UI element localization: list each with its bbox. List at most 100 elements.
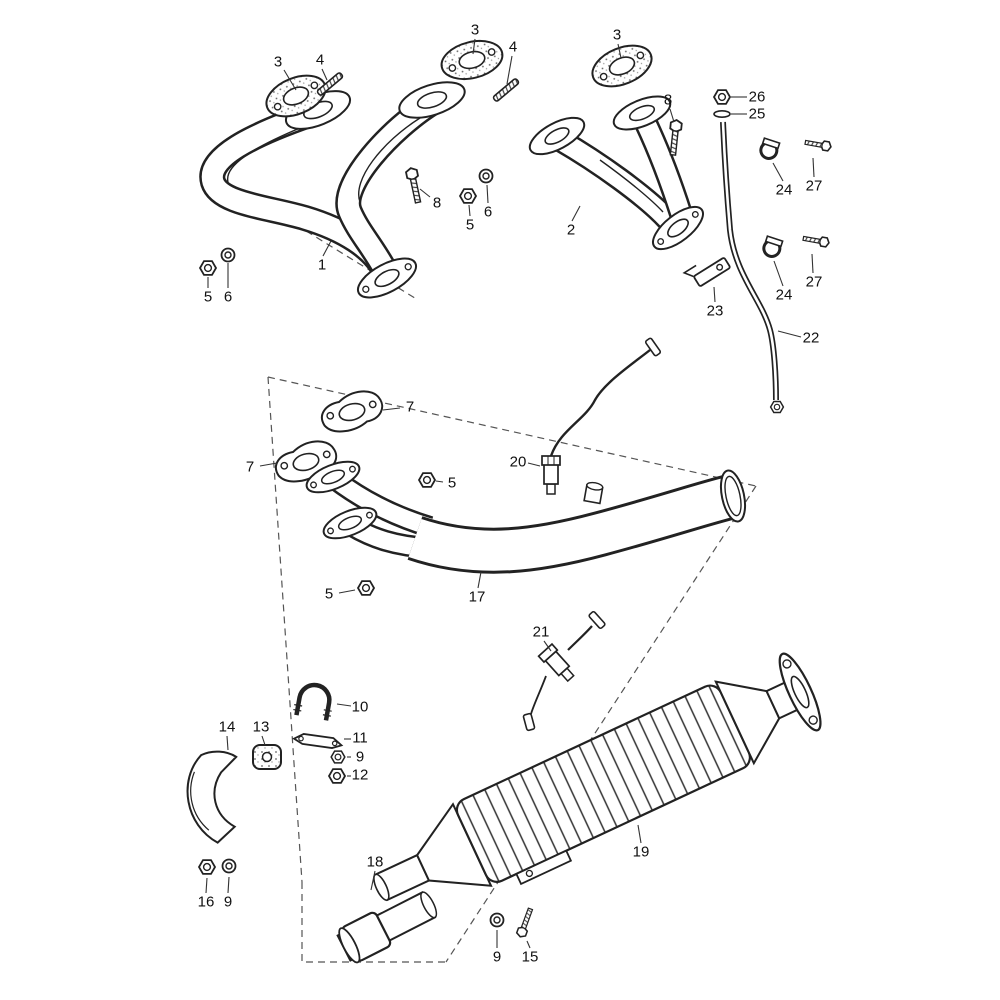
- nut-5-c: [418, 472, 436, 488]
- washer-9-c: [489, 912, 505, 928]
- part-label-12: 12: [352, 767, 369, 784]
- leader-line-14: [226, 735, 229, 751]
- nut-5-b: [199, 260, 217, 276]
- clamp-ubolt-10: [293, 682, 332, 721]
- part-label-11: 11: [352, 730, 368, 747]
- part-label-16: 16: [198, 894, 215, 911]
- part-label-5: 5: [325, 586, 333, 603]
- part-label-26: 26: [749, 89, 766, 106]
- part-label-19: 19: [633, 844, 650, 861]
- screw-27-b: [801, 233, 831, 249]
- leader-line-9: [227, 876, 230, 894]
- part-label-5: 5: [204, 289, 212, 306]
- leader-line-7: [259, 462, 278, 467]
- leader-line-21: [543, 640, 552, 652]
- part-label-21: 21: [533, 624, 550, 641]
- oxygen-sensor-20: [541, 337, 662, 495]
- heat-shield-14: [186, 750, 238, 844]
- leader-line-6: [486, 184, 489, 204]
- part-label-3: 3: [471, 22, 479, 39]
- part-label-24: 24: [776, 182, 793, 199]
- leader-line-16: [205, 877, 208, 894]
- nut-9-a: [330, 750, 346, 764]
- washer-6-b: [220, 247, 236, 263]
- leader-line-8: [669, 108, 675, 123]
- part-label-6: 6: [224, 289, 232, 306]
- part-label-8: 8: [433, 195, 441, 212]
- part-label-15: 15: [522, 949, 539, 966]
- washer-6-a: [478, 168, 494, 184]
- leader-line-18: [370, 870, 376, 891]
- part-label-9: 9: [493, 949, 501, 966]
- clamp-24-b: [760, 234, 785, 261]
- part-label-4: 4: [509, 39, 517, 56]
- leader-line-1: [322, 240, 332, 257]
- gasket-7-a: [316, 385, 388, 438]
- bolt-8-left: [404, 166, 425, 205]
- sensor-boss: [583, 481, 604, 505]
- washer-25: [713, 110, 731, 119]
- leader-line-3: [472, 38, 476, 55]
- leader-line-5: [468, 204, 471, 217]
- part-label-13: 13: [253, 719, 270, 736]
- part-label-7: 7: [406, 399, 414, 416]
- nut-12: [328, 768, 346, 784]
- leader-line-24: [772, 162, 784, 182]
- leader-line-4: [321, 68, 328, 81]
- part-label-2: 2: [567, 222, 575, 239]
- part-label-4: 4: [316, 52, 324, 69]
- leader-line-5: [338, 589, 356, 594]
- catalytic-converter-19: [373, 652, 822, 902]
- leader-line-8: [419, 188, 431, 198]
- part-label-27: 27: [806, 178, 823, 195]
- part-label-9: 9: [224, 894, 232, 911]
- rubber-mount-13: [252, 744, 282, 770]
- part-label-25: 25: [749, 106, 766, 123]
- oxygen-sensor-21: [522, 610, 606, 732]
- part-label-17: 17: [469, 589, 486, 606]
- leader-line-23: [713, 286, 716, 303]
- part-label-14: 14: [219, 719, 236, 736]
- front-pipe-17: [301, 454, 747, 574]
- exhaust-manifold-2: [528, 95, 704, 251]
- leader-line-10: [336, 703, 352, 707]
- leader-line-19: [637, 824, 642, 844]
- screw-27-a: [803, 137, 833, 153]
- leader-line-22: [777, 330, 802, 338]
- part-label-18: 18: [367, 854, 384, 871]
- washer-9-b: [221, 858, 237, 874]
- part-label-8: 8: [664, 92, 672, 109]
- part-label-1: 1: [318, 257, 326, 274]
- part-label-5: 5: [448, 475, 456, 492]
- leader-line-3: [283, 69, 297, 91]
- part-label-27: 27: [806, 274, 823, 291]
- leader-line-5: [435, 480, 444, 483]
- inlet-pipe-18: [336, 891, 438, 964]
- clamp-saddle-11: [292, 733, 344, 749]
- leader-line-15: [526, 940, 531, 949]
- gasket-3-right: [585, 36, 659, 96]
- leader-line-7: [382, 407, 401, 411]
- part-label-5: 5: [466, 217, 474, 234]
- part-label-23: 23: [707, 303, 724, 320]
- gasket-3-middle: [436, 34, 508, 86]
- part-label-9: 9: [356, 749, 364, 766]
- bracket-23: [682, 257, 731, 287]
- part-label-6: 6: [484, 204, 492, 221]
- support-rod-22: [720, 121, 785, 414]
- part-label-20: 20: [510, 454, 527, 471]
- part-label-3: 3: [274, 54, 282, 71]
- screw-15: [515, 906, 536, 940]
- nut-5-a: [459, 188, 477, 204]
- clamp-24-a: [757, 136, 782, 163]
- leader-line-4: [506, 55, 513, 85]
- nut-26: [713, 89, 731, 105]
- part-label-3: 3: [613, 27, 621, 44]
- leader-line-27: [811, 253, 814, 274]
- part-label-24: 24: [776, 287, 793, 304]
- leader-line-20: [527, 462, 541, 467]
- stud-4-middle: [491, 77, 521, 103]
